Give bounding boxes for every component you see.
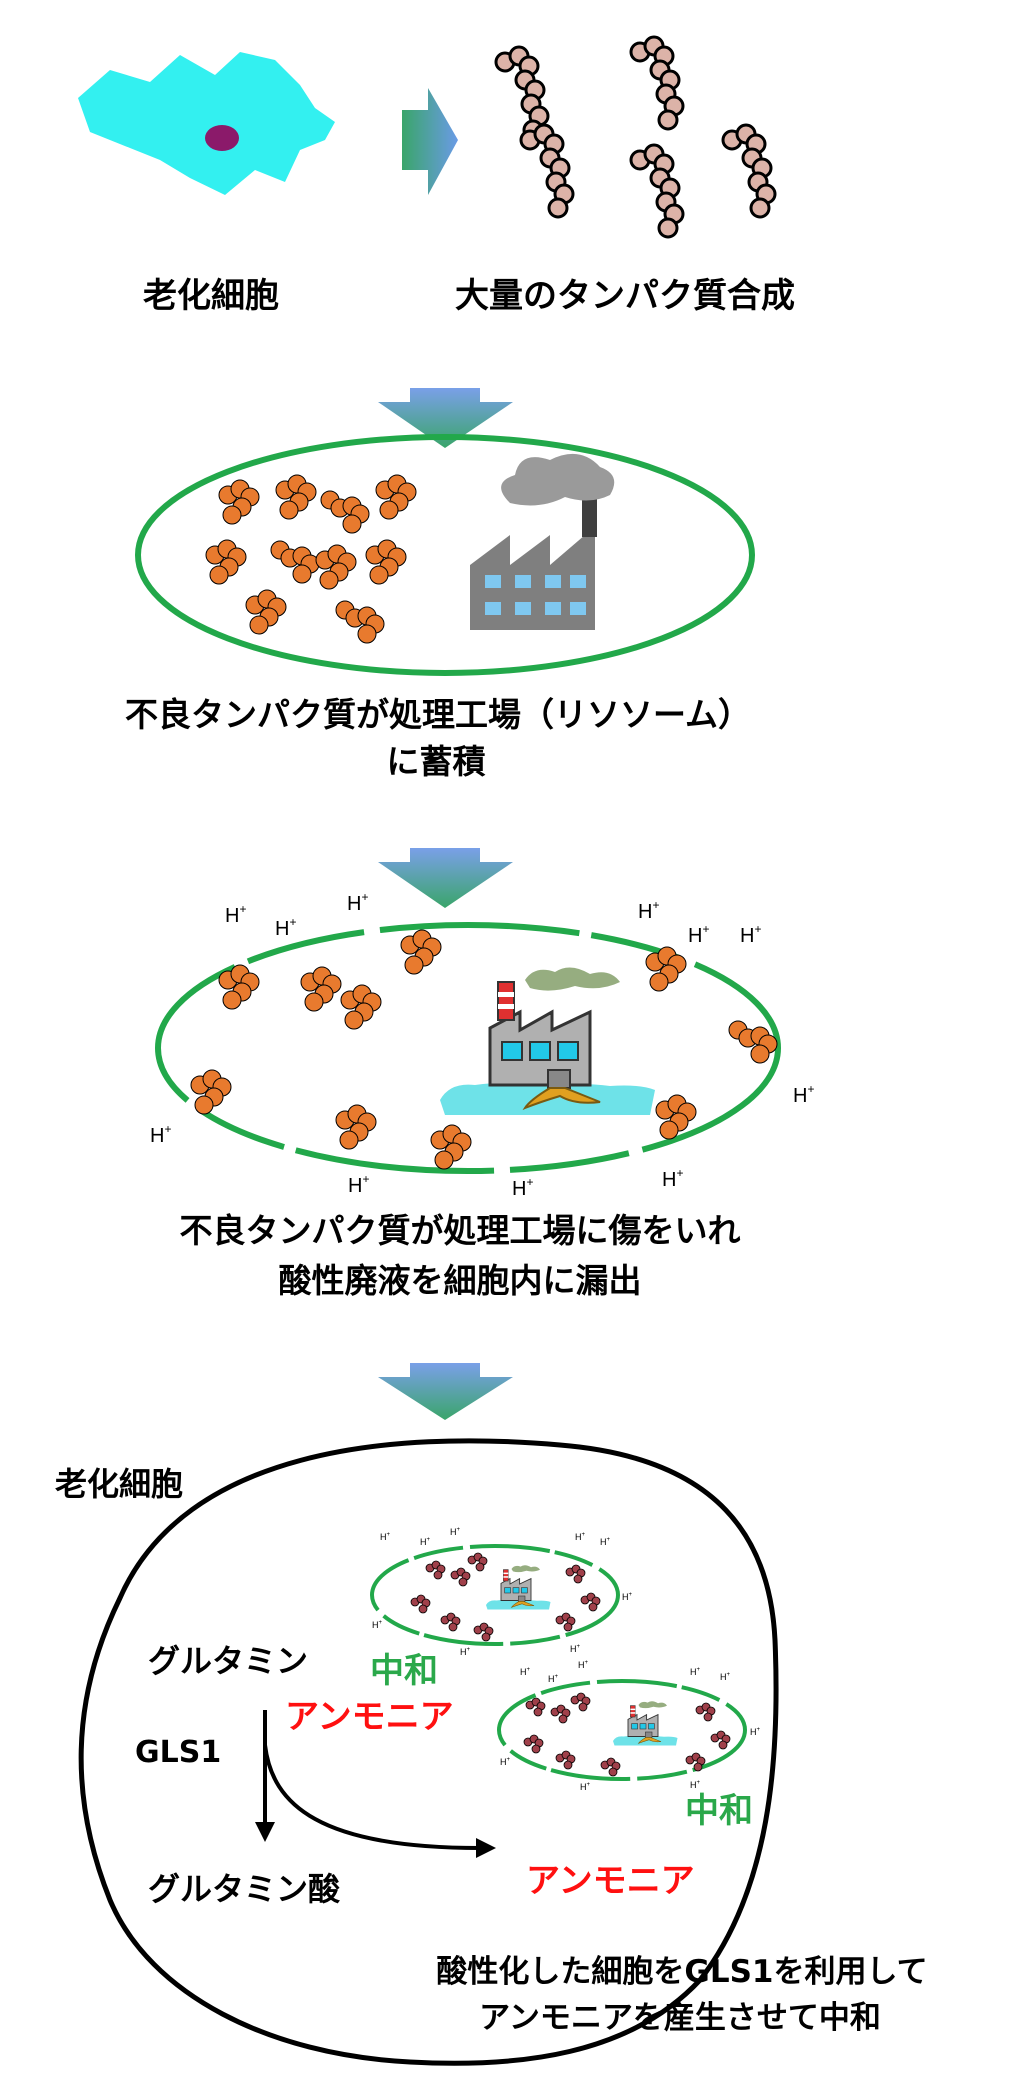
svg-text:H+: H+ [450,1527,461,1537]
svg-text:H+: H+ [575,1532,586,1542]
label-glutamic-acid: グルタミン酸 [148,1870,341,1908]
arrow-down-icon [378,1363,513,1420]
small-proton-labels: H+ H+ H+ H+ H+ H+ H+ H+ H+ [372,1527,633,1657]
svg-text:H+: H+ [372,1620,383,1630]
label-cell-title: 老化細胞 [55,1465,183,1503]
svg-text:H+: H+ [793,1082,814,1107]
svg-text:H+: H+ [150,1122,171,1147]
label-neutralize-1: 中和 [370,1651,438,1691]
svg-text:H+: H+ [275,915,296,940]
nucleus [205,125,239,151]
svg-text:H+: H+ [460,1647,471,1657]
svg-text:H+: H+ [578,1660,589,1670]
label-ammonia-2: アンモニア [526,1861,695,1901]
proton-labels: H+ H+ H+ H+ H+ H+ H+ H+ H+ H+ H+ [150,890,814,1200]
senescent-cell-outline [78,1438,779,2066]
svg-text:H+: H+ [520,1667,531,1677]
svg-text:H+: H+ [622,1592,633,1602]
svg-text:H+: H+ [347,890,368,915]
svg-text:H+: H+ [688,922,709,947]
svg-text:H+: H+ [580,1782,591,1792]
lysosome-damaged [155,922,781,1174]
arrow-down-icon [378,388,513,448]
factory-icon [470,453,615,630]
svg-text:H+: H+ [600,1537,611,1547]
label-gls1: GLS1 [135,1735,221,1770]
svg-text:H+: H+ [420,1537,431,1547]
senescent-cell-shape [78,52,335,195]
label-neutralize-2: 中和 [685,1791,753,1831]
svg-text:H+: H+ [512,1175,533,1200]
arrow-down-icon-small [255,1822,275,1842]
svg-text:H+: H+ [380,1532,391,1542]
svg-text:H+: H+ [500,1757,511,1767]
svg-text:H+: H+ [348,1172,369,1197]
svg-text:H+: H+ [720,1672,731,1682]
svg-text:H+: H+ [750,1727,761,1737]
svg-text:H+: H+ [690,1667,701,1677]
svg-text:H+: H+ [638,898,659,923]
small-proton-labels-2: H+ H+ H+ H+ H+ H+ H+ H+ H+ [500,1660,761,1792]
arrow-right-icon [402,88,458,195]
label-damage-1: 不良タンパク質が処理工場に傷をいれ [180,1211,741,1250]
small-lysosome-1: H+ H+ H+ H+ H+ H+ H+ H+ H+ [370,1527,633,1657]
polluting-factory-icon [438,965,657,1117]
label-glutamine: グルタミン [148,1642,308,1680]
svg-text:H+: H+ [740,922,761,947]
label-damage-2: 酸性廃液を細胞内に漏出 [279,1261,642,1300]
svg-text:H+: H+ [570,1644,581,1654]
lysosome-intact [135,434,755,676]
svg-text:H+: H+ [662,1166,683,1191]
arrow-down-icon [378,848,513,908]
protein-synthesis-icon [494,35,777,239]
arrow-right-icon-small [476,1838,496,1858]
label-ammonia-1: アンモニア [285,1697,454,1737]
misfolded-proteins [205,474,417,644]
label-conclusion-2: アンモニアを産生させて中和 [479,2000,881,2036]
label-conclusion-1: 酸性化した細胞をGLS1を利用して [436,1954,927,1990]
label-protein-synthesis: 大量のタンパク質合成 [455,276,795,316]
svg-text:H+: H+ [548,1674,559,1684]
reaction-arrows [263,1710,481,1850]
small-lysosome-2: H+ H+ H+ H+ H+ H+ H+ H+ H+ [497,1660,761,1792]
svg-text:H+: H+ [690,1780,701,1790]
label-senescent-cell: 老化細胞 [143,276,279,316]
svg-text:H+: H+ [225,902,246,927]
label-accumulation-2: に蓄積 [387,742,486,781]
label-accumulation-1: 不良タンパク質が処理工場（リソソーム） [125,695,751,734]
